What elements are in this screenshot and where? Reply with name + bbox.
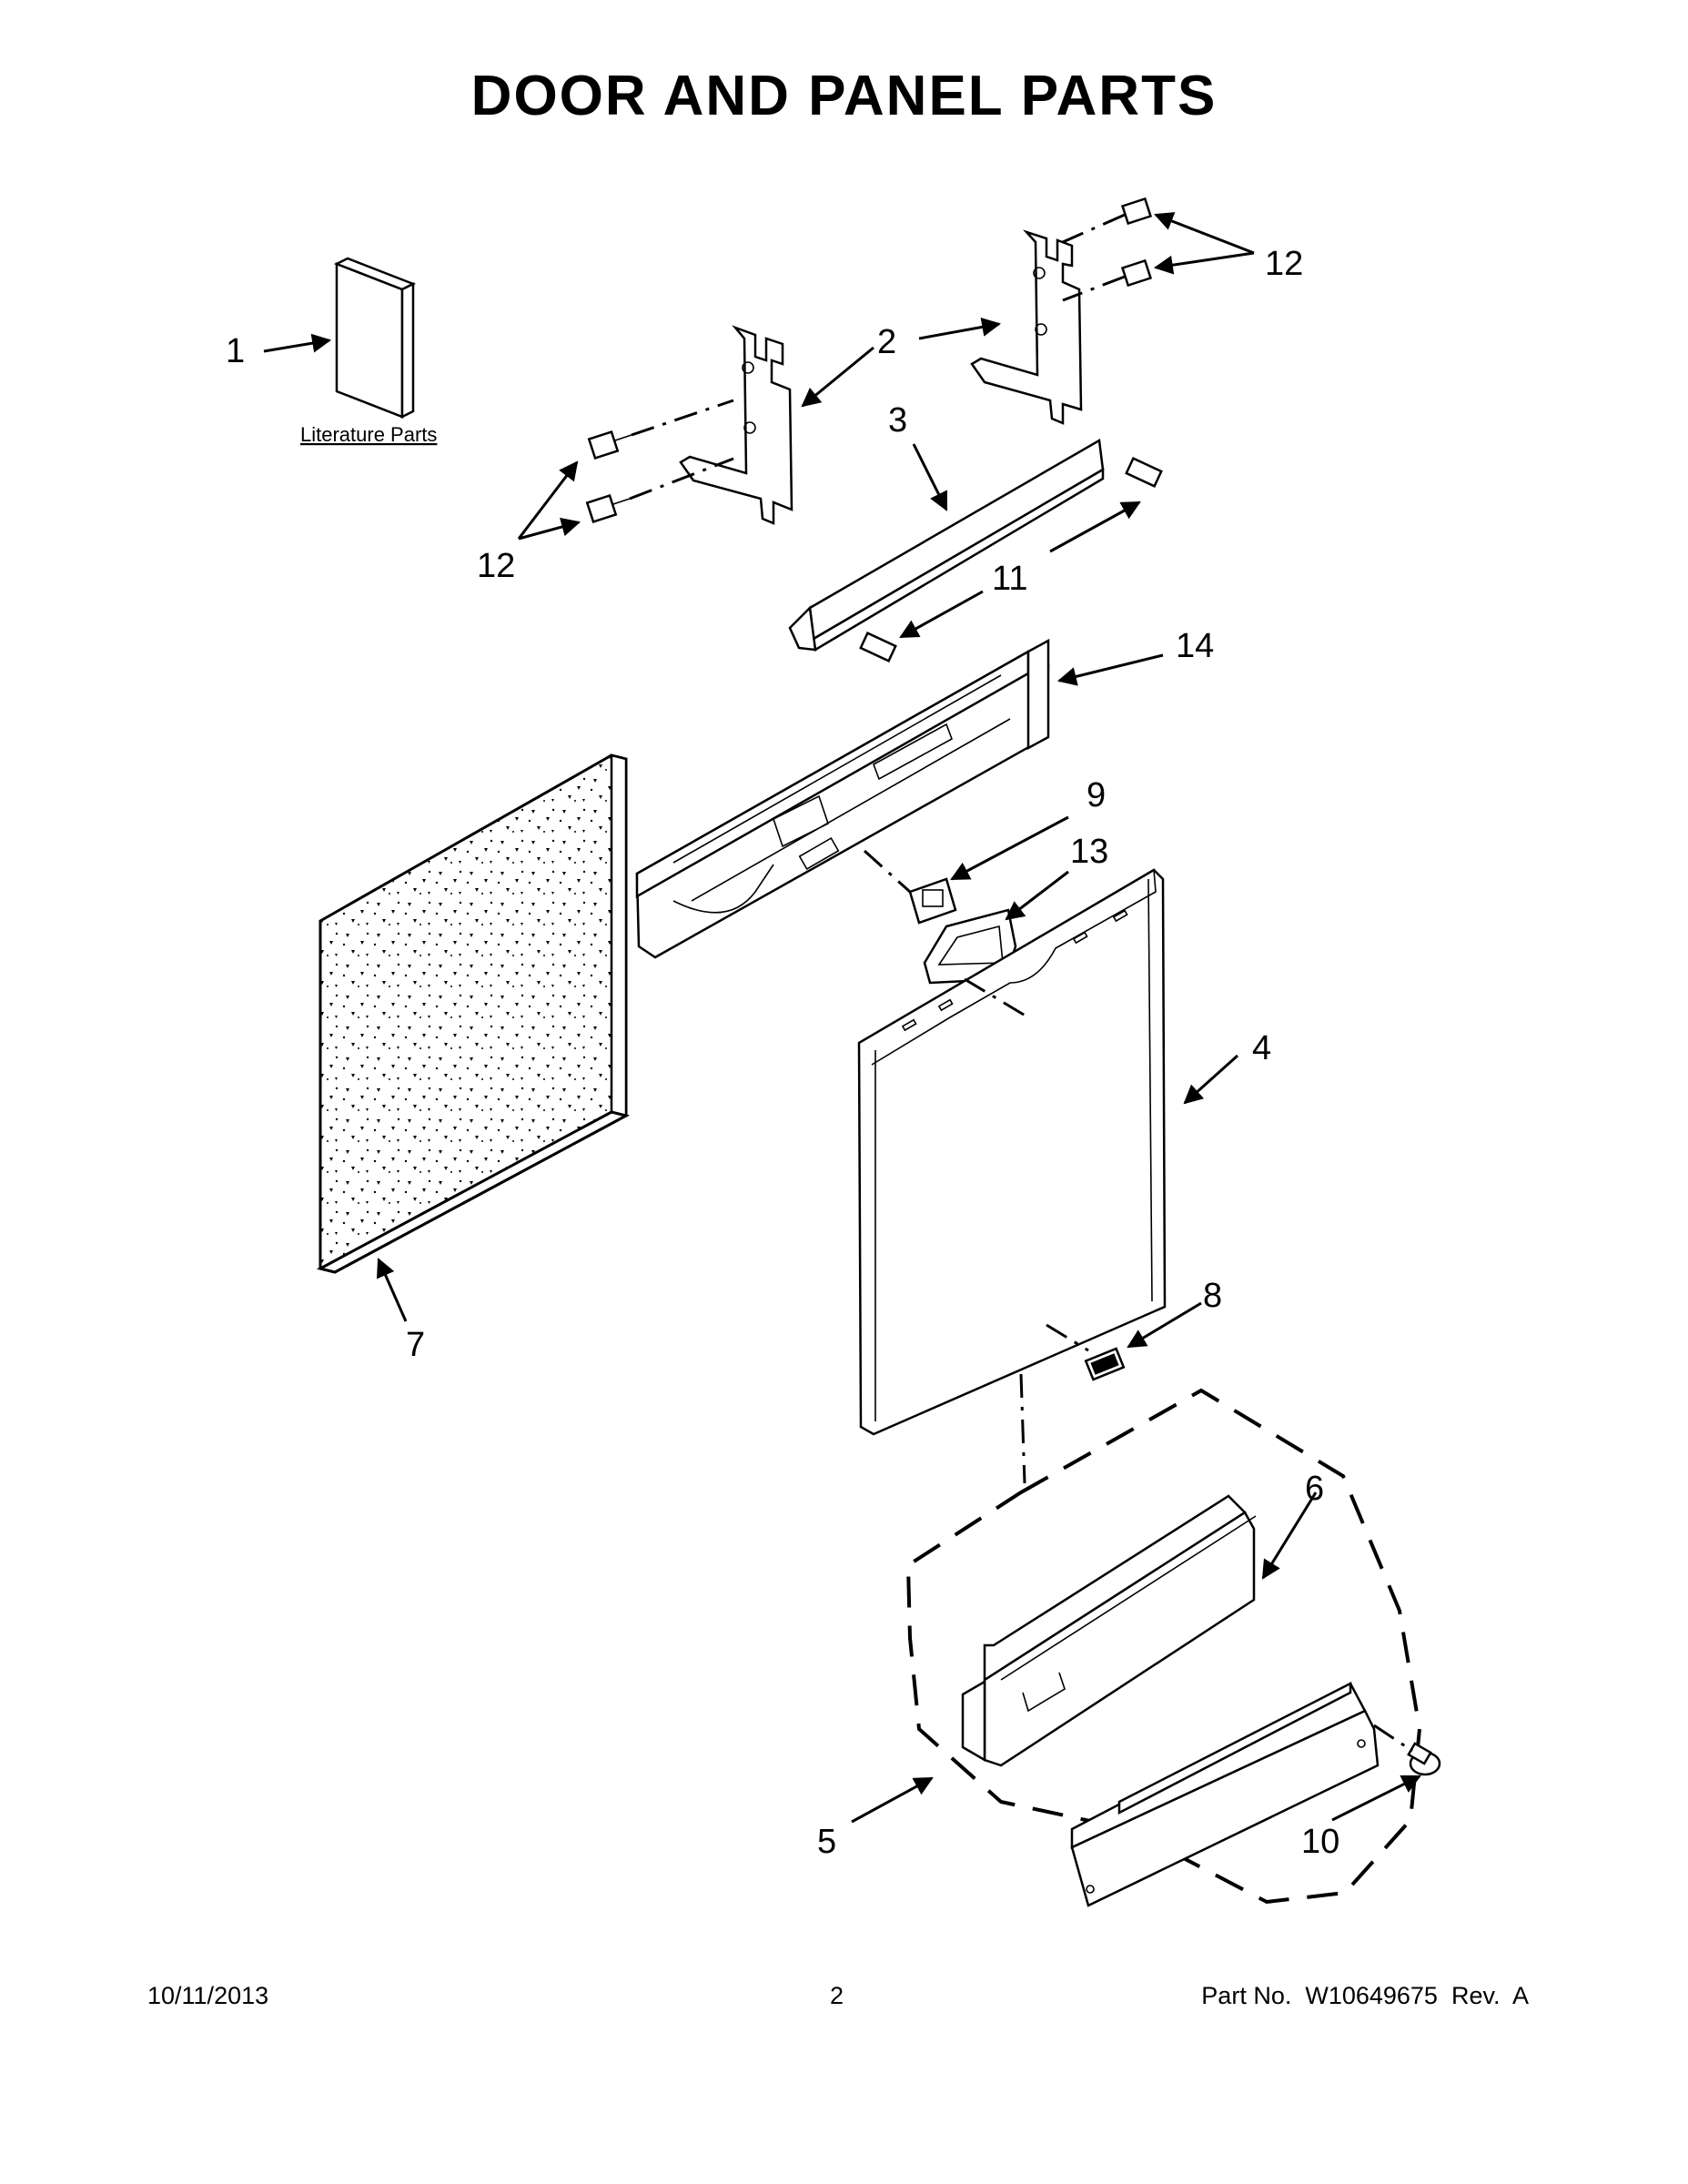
callout-13: 13: [1070, 833, 1108, 871]
callout-11: 11: [992, 560, 1027, 598]
callout-10: 10: [1301, 1823, 1339, 1861]
assembly-line: [863, 849, 912, 894]
footer-part-number: Part No. W10649675 Rev. A: [1201, 1982, 1529, 2009]
callout-8: 8: [1203, 1277, 1222, 1315]
screw-12-left-lower: [585, 493, 631, 524]
callout-12-lower: 12: [477, 547, 515, 585]
callout-2: 2: [877, 323, 896, 361]
callout-3: 3: [888, 401, 907, 440]
toe-kick-panel: [1070, 1681, 1380, 1907]
callout-7: 7: [406, 1326, 425, 1364]
console-housing: [635, 638, 1050, 959]
footer-date: 10/11/2013: [147, 1982, 269, 2009]
screw-12-left-upper: [587, 430, 632, 460]
assembly-line: [1046, 1323, 1089, 1352]
assembly-line: [1062, 213, 1126, 244]
assembly-line: [631, 399, 734, 437]
door-bracket-left: [679, 325, 793, 525]
page-title: DOOR AND PANEL PARTS: [470, 65, 1218, 127]
handle-assembly: [961, 1494, 1257, 1767]
assembly-line: [1373, 1724, 1413, 1753]
screw-10: [1407, 1742, 1441, 1776]
callout-1: 1: [226, 332, 245, 370]
outer-door-panel: [316, 753, 631, 1274]
support-channel: [788, 438, 1105, 652]
assembly-line: [964, 977, 1029, 1019]
inner-door-panel: [857, 868, 1167, 1436]
screw-11-right: [1125, 456, 1163, 489]
callout-14: 14: [1176, 627, 1214, 665]
footer-page-number: 2: [830, 1982, 844, 2009]
literature-parts-label: Literature Parts: [300, 423, 437, 446]
screw-11-left: [859, 631, 897, 663]
screw-12-right-lower: [1120, 258, 1153, 288]
screw-12-right-upper: [1120, 197, 1153, 226]
callout-5: 5: [817, 1823, 836, 1861]
logo-badge: [1084, 1347, 1126, 1381]
door-bracket-right: [970, 229, 1083, 425]
callout-6: 6: [1305, 1470, 1324, 1508]
assembly-line: [1019, 1373, 1026, 1484]
door-latch: [908, 877, 957, 925]
callout-12-upper: 12: [1265, 245, 1303, 283]
callout-4: 4: [1252, 1029, 1271, 1067]
assembly-line: [1062, 275, 1126, 302]
assembly-line: [629, 457, 734, 500]
callout-9: 9: [1087, 776, 1106, 814]
kit-grouping-outline: [905, 1388, 1422, 1905]
literature-booklet: [333, 257, 417, 420]
leader-lines: [263, 212, 1421, 1824]
